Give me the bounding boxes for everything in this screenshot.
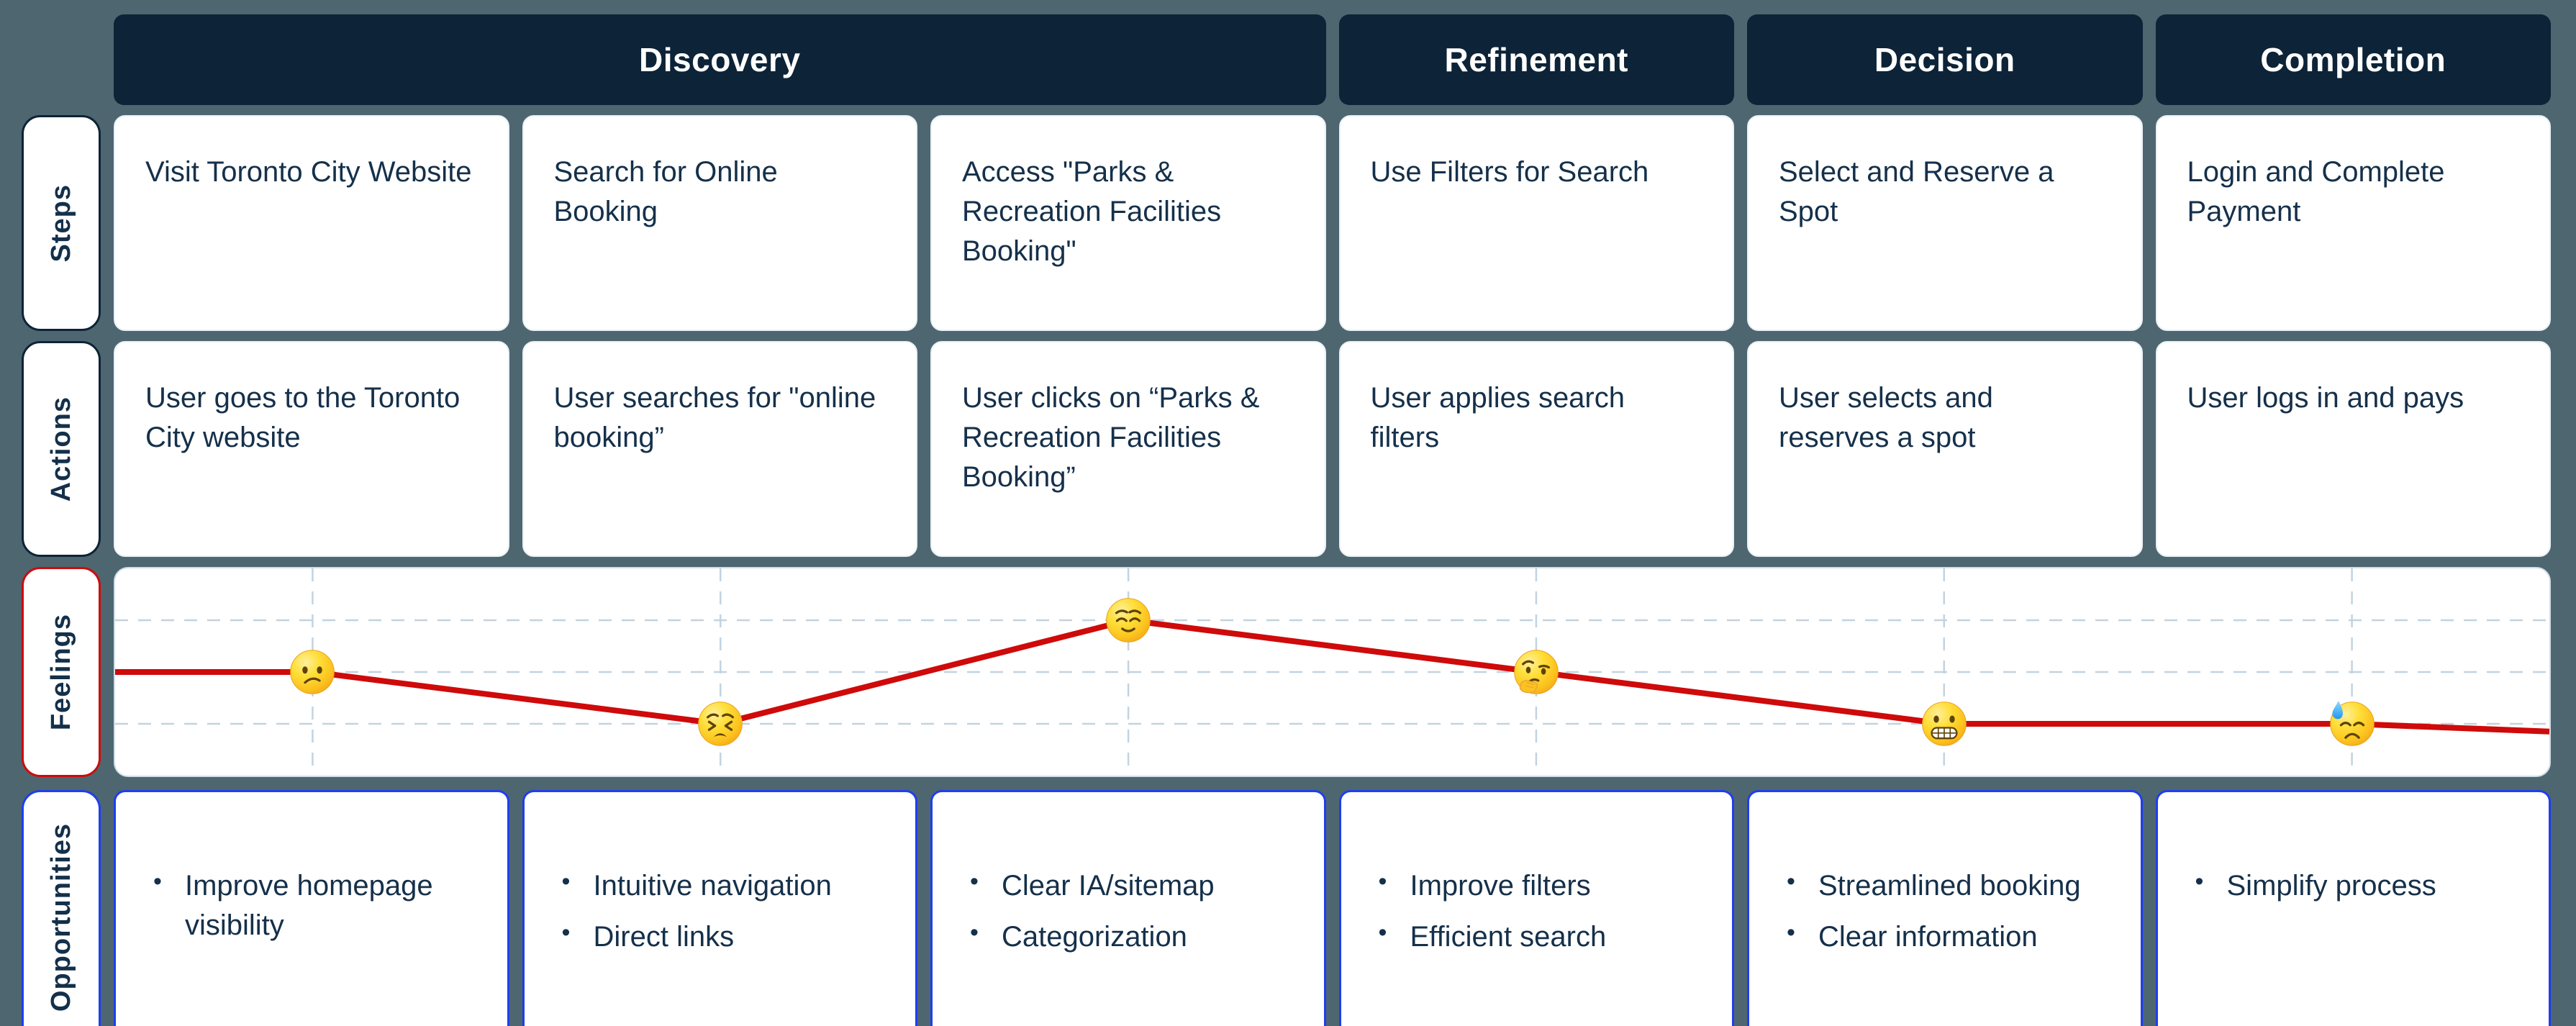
phase-header-row: Discovery Refinement Decision Completion xyxy=(22,14,2551,105)
phase-refinement: Refinement xyxy=(1338,14,1734,105)
opportunity-card: Clear IA/sitemap Categorization xyxy=(930,790,1326,1026)
opportunity-item: Efficient search xyxy=(1370,916,1704,957)
phase-label: Refinement xyxy=(1444,41,1628,78)
step-card: Use Filters for Search xyxy=(1338,115,1734,331)
step-card: Select and Reserve a Spot xyxy=(1747,115,2143,331)
opportunity-card: Improve homepage visibility xyxy=(114,790,509,1026)
row-label-feelings: Feelings xyxy=(22,567,101,777)
opportunity-item: Streamlined booking xyxy=(1778,865,2112,906)
action-card: User applies search filters xyxy=(1338,341,1734,557)
opportunity-item: Improve filters xyxy=(1370,865,1704,906)
phase-label: Discovery xyxy=(639,41,801,78)
opportunities-row: Opportunities Improve homepage visibilit… xyxy=(22,790,2551,1026)
opportunity-card: Intuitive navigation Direct links xyxy=(522,790,917,1026)
phase-decision: Decision xyxy=(1747,14,2143,105)
feelings-line-chart xyxy=(115,568,2549,776)
opportunity-item: Categorization xyxy=(961,916,1295,957)
row-label-opportunities: Opportunities xyxy=(22,790,101,1026)
action-card: User goes to the Toronto City website xyxy=(114,341,509,557)
phase-completion: Completion xyxy=(2155,14,2551,105)
action-card: User selects and reserves a spot xyxy=(1747,341,2143,557)
opportunity-item: Clear information xyxy=(1778,916,2112,957)
opportunity-item: Simplify process xyxy=(2187,865,2521,906)
step-card: Access "Parks & Recreation Facilities Bo… xyxy=(930,115,1326,331)
phase-discovery: Discovery xyxy=(114,14,1326,105)
phase-label: Decision xyxy=(1874,41,2015,78)
row-label-text: Feelings xyxy=(45,613,76,731)
step-card: Login and Complete Payment xyxy=(2155,115,2551,331)
row-label-text: Opportunities xyxy=(45,823,76,1012)
opportunity-item: Direct links xyxy=(553,916,887,957)
row-label-steps: Steps xyxy=(22,115,101,331)
feelings-chart-panel xyxy=(114,567,2551,777)
actions-row: Actions User goes to the Toronto City we… xyxy=(22,341,2551,557)
steps-row: Steps Visit Toronto City Website Search … xyxy=(22,115,2551,331)
opportunity-item: Clear IA/sitemap xyxy=(961,865,1295,906)
opportunity-item: Improve homepage visibility xyxy=(145,865,479,945)
feelings-row: Feelings xyxy=(22,567,2551,777)
phase-label: Completion xyxy=(2260,41,2446,78)
row-label-text: Actions xyxy=(45,396,76,502)
step-card: Visit Toronto City Website xyxy=(114,115,509,331)
opportunity-card: Simplify process xyxy=(2155,790,2551,1026)
opportunity-card: Streamlined booking Clear information xyxy=(1747,790,2143,1026)
action-card: User logs in and pays xyxy=(2155,341,2551,557)
row-label-actions: Actions xyxy=(22,341,101,557)
row-label-text: Steps xyxy=(45,183,76,263)
opportunity-item: Intuitive navigation xyxy=(553,865,887,906)
action-card: User clicks on “Parks & Recreation Facil… xyxy=(930,341,1326,557)
action-card: User searches for "online booking” xyxy=(522,341,917,557)
step-card: Search for Online Booking xyxy=(522,115,917,331)
opportunity-card: Improve filters Efficient search xyxy=(1338,790,1734,1026)
